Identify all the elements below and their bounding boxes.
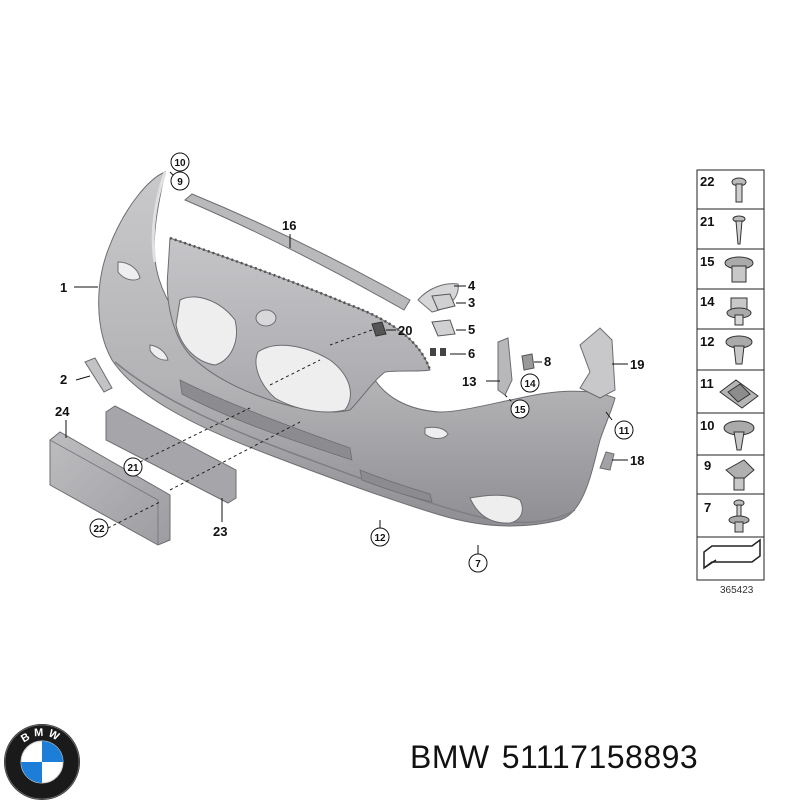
callout-7: 7: [468, 553, 488, 573]
callout-4: 4: [468, 278, 476, 293]
callout-23: 23: [213, 524, 227, 539]
direction-arrow-icon: [703, 538, 761, 570]
nut-icon: [724, 256, 754, 283]
rivet-icon: [725, 335, 753, 365]
clip-part-6: [430, 348, 446, 356]
clip-part-20: [371, 321, 387, 337]
callout-5: 5: [468, 322, 475, 337]
assembly-lines: [107, 329, 516, 529]
svg-text:10: 10: [174, 158, 186, 169]
callout-19: 19: [630, 357, 644, 372]
panel-item-7: 7: [704, 500, 711, 515]
bracket-part-19: [579, 327, 616, 399]
panel-item-10: 10: [700, 418, 714, 433]
rivet-icon: [723, 420, 755, 451]
brand-name: BMW: [410, 739, 490, 775]
callout-14: 14: [520, 373, 540, 393]
svg-text:22: 22: [93, 524, 105, 535]
bracket-part-3: [431, 293, 456, 311]
clip-nut-icon: [719, 379, 759, 409]
callout-10: 10: [170, 152, 190, 172]
diagram-id: 365423: [720, 585, 754, 596]
panel-item-12: 12: [700, 334, 714, 349]
svg-text:12: 12: [374, 533, 386, 544]
bracket-part-5: [431, 319, 456, 337]
callout-15: 15: [510, 399, 530, 419]
part-number: 51117158893: [501, 739, 699, 775]
bumper-upper-carrier: [166, 236, 432, 413]
callout-18: 18: [630, 453, 644, 468]
svg-text:15: 15: [514, 405, 526, 416]
panel-item-11: 11: [700, 376, 714, 391]
callout-21: 21: [123, 457, 143, 477]
clip-part-8: [521, 353, 535, 371]
callout-24: 24: [55, 404, 70, 419]
guide-bracket-part-13: [497, 337, 513, 396]
callout-8: 8: [544, 354, 551, 369]
trim-cover-part-2: [84, 357, 113, 393]
reflector-part-18: [599, 451, 615, 471]
callout-3: 3: [468, 295, 475, 310]
svg-text:9: 9: [177, 177, 183, 188]
callout-12: 12: [370, 527, 390, 547]
callout-11: 11: [614, 420, 634, 440]
license-plate-base-part-24: [49, 431, 171, 546]
trim-strip-part-16: [184, 193, 411, 311]
callout-1: 1: [60, 280, 67, 295]
panel-item-22: 22: [700, 174, 714, 189]
callout-9: 9: [170, 171, 190, 191]
bmw-logo: BMW: [4, 724, 80, 800]
screw-icon: [728, 499, 750, 533]
svg-text:7: 7: [475, 559, 481, 570]
nut-icon: [726, 297, 752, 326]
panel-item-21: 21: [700, 214, 714, 229]
svg-text:21: 21: [127, 463, 139, 474]
callout-16: 16: [282, 218, 296, 233]
callout-6: 6: [468, 346, 475, 361]
svg-text:14: 14: [524, 379, 536, 390]
callout-20: 20: [398, 323, 412, 338]
panel-item-15: 15: [700, 254, 714, 269]
panel-item-9: 9: [704, 458, 711, 473]
clip-icon: [725, 459, 755, 491]
svg-text:11: 11: [619, 426, 630, 437]
callout-13: 13: [462, 374, 476, 389]
bracket-part-23: [105, 405, 237, 504]
fastener-panel: 22 21 15 14 12 11 10 9 7: [696, 169, 765, 596]
callout-22: 22: [89, 518, 109, 538]
callout-2: 2: [60, 372, 67, 387]
screw-icon: [731, 177, 747, 203]
bumper-cover: [98, 171, 616, 527]
screw-icon: [732, 215, 746, 245]
brand-part-number: BMW 51117158893: [410, 739, 710, 776]
panel-item-14: 14: [700, 294, 715, 309]
